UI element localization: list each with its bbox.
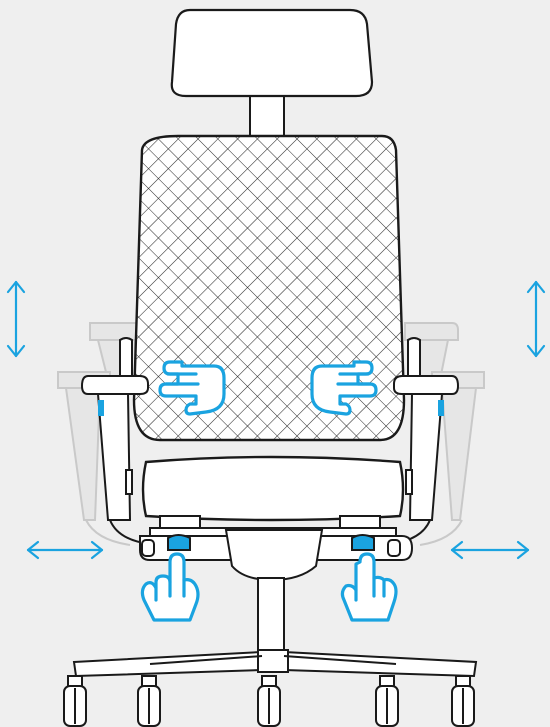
star-base — [72, 577, 478, 678]
width-adjust-arrow — [450, 540, 530, 560]
ghost-armrest-positions — [57, 322, 485, 546]
headrest — [170, 8, 374, 141]
hand-grip-icon — [310, 360, 378, 416]
hand-grip-icon — [158, 360, 226, 416]
seat-cushion — [141, 455, 405, 522]
hand-press-icon — [140, 552, 200, 622]
caster-wheel — [63, 675, 475, 727]
height-adjust-arrow — [526, 280, 546, 358]
armrest-left — [80, 337, 215, 545]
seat-mechanism — [139, 515, 414, 582]
height-adjust-arrow — [6, 280, 26, 358]
mesh-backrest — [132, 134, 406, 442]
width-adjust-arrow — [26, 540, 104, 560]
hand-press-icon — [340, 552, 398, 622]
armrest-right — [330, 337, 460, 545]
